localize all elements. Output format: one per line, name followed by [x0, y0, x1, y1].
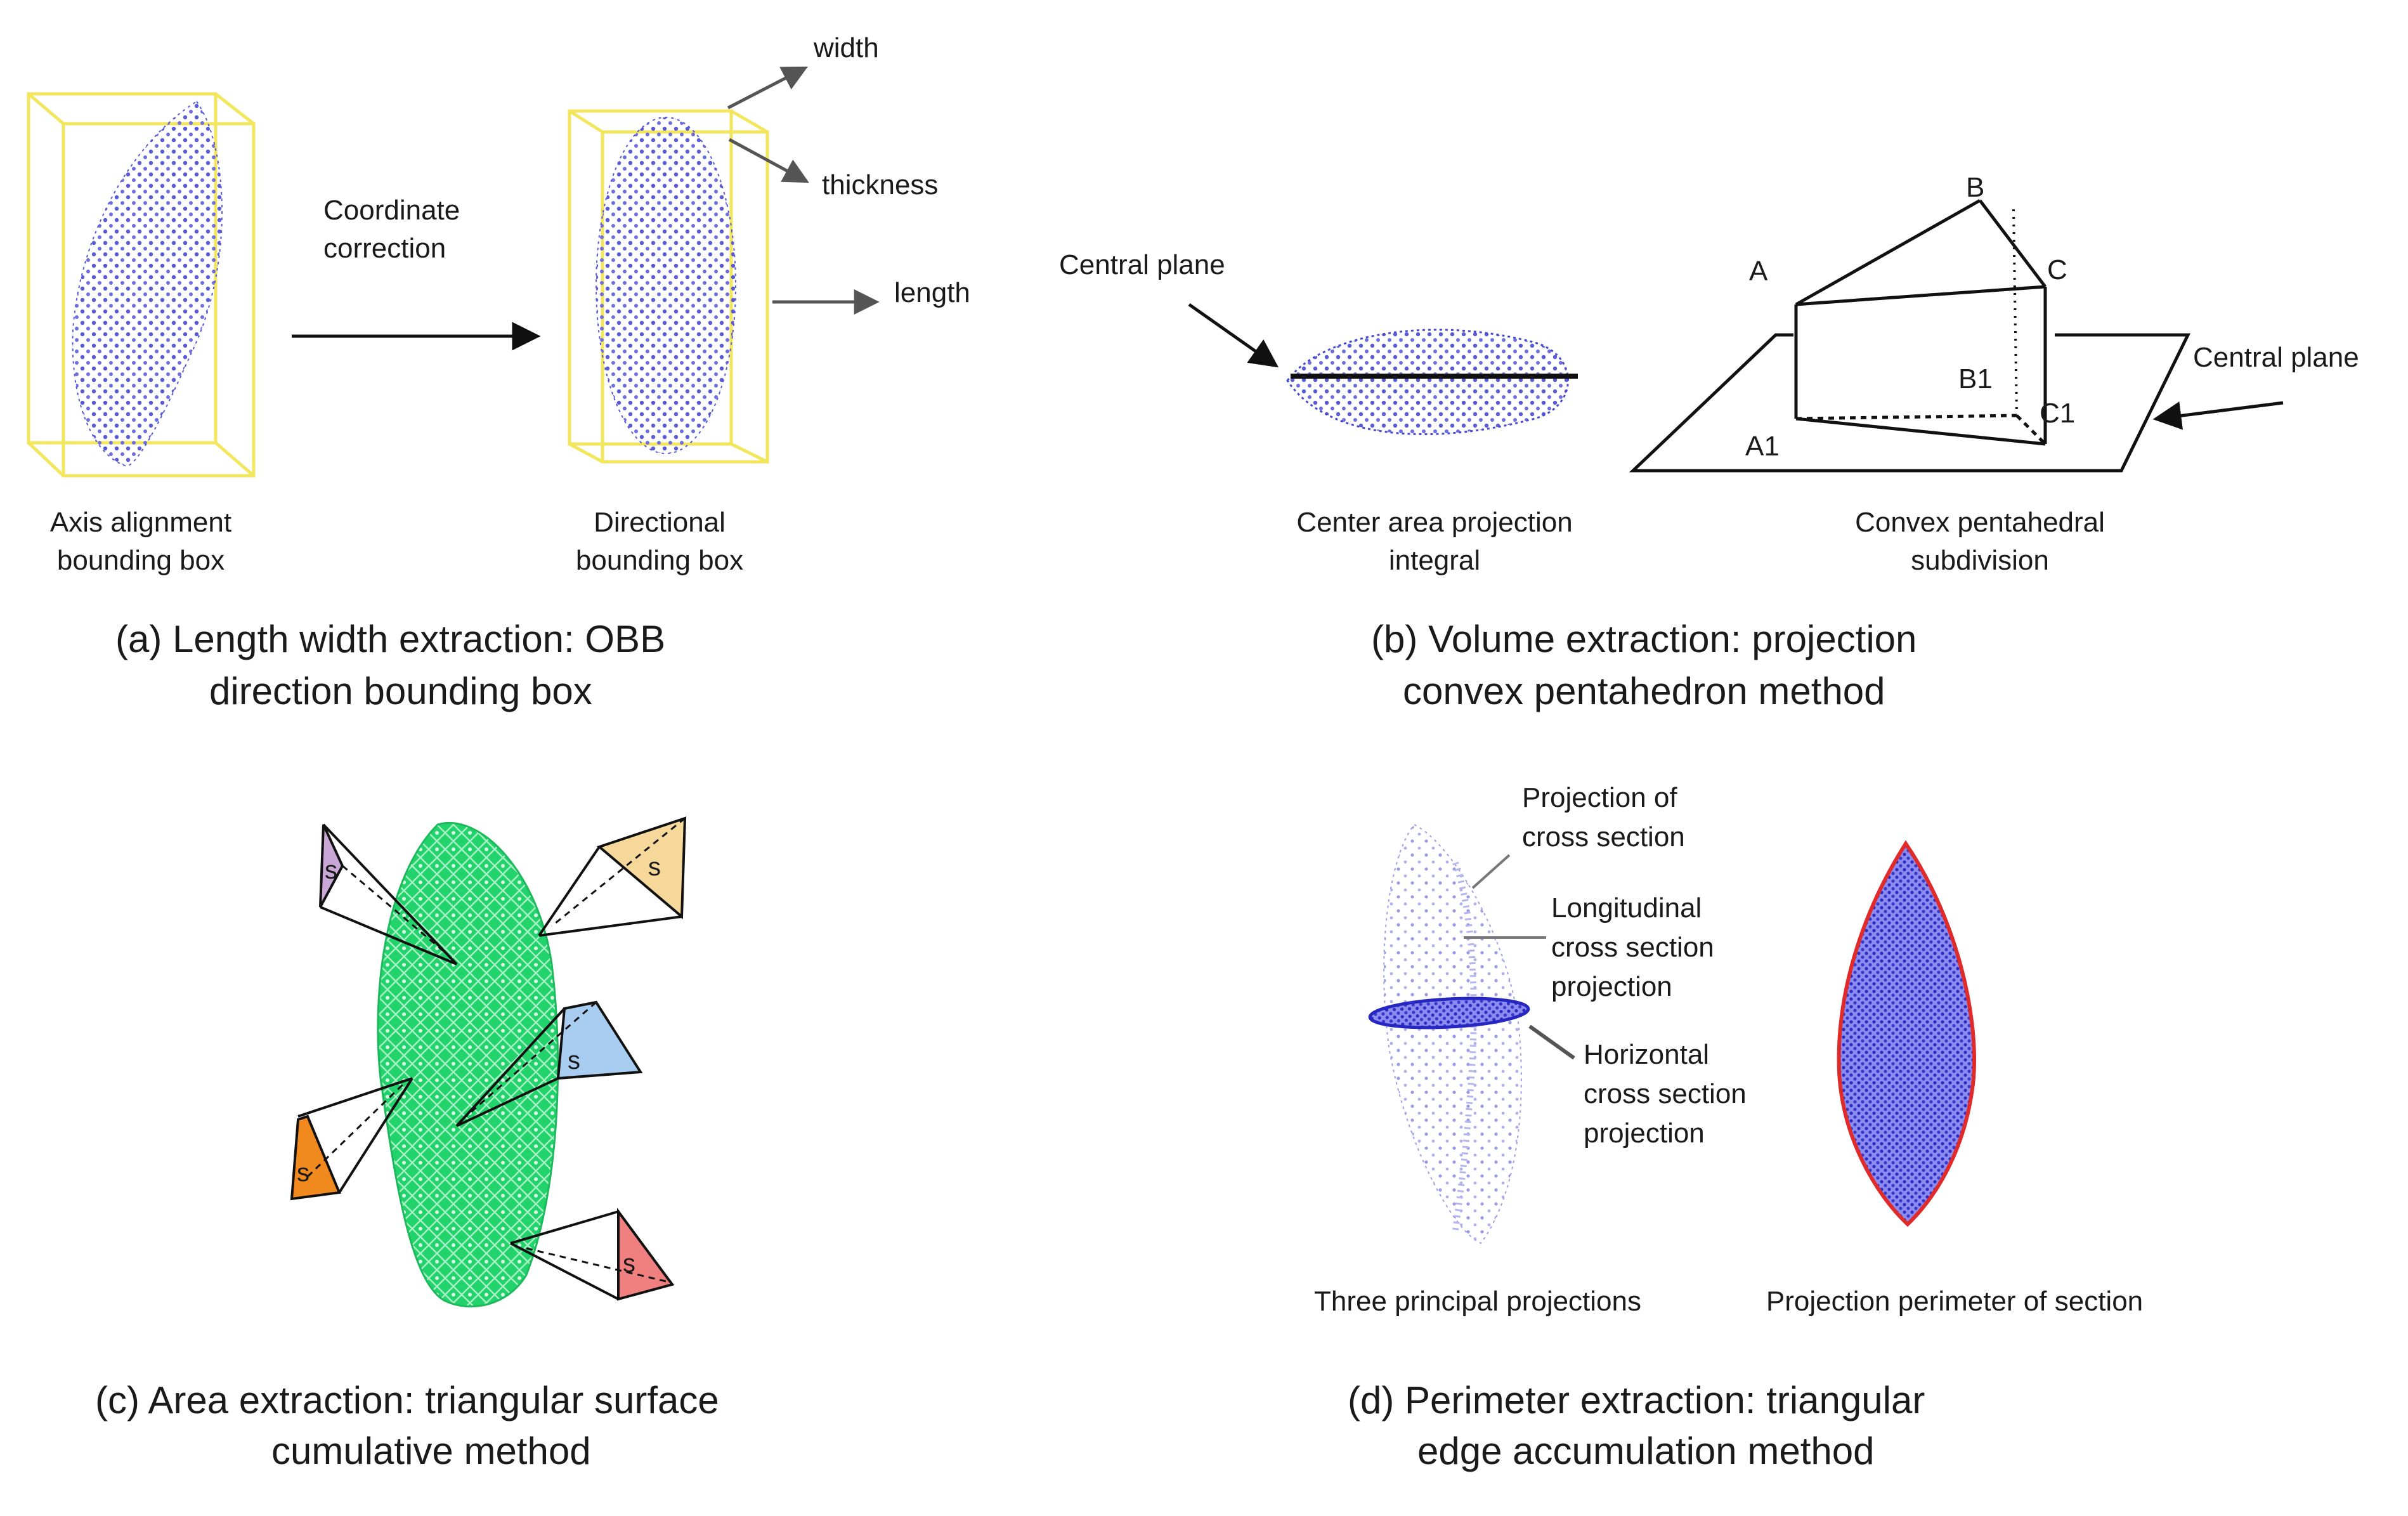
coordinate-correction-label: Coordinate	[323, 195, 460, 226]
axis-alignment-caption: Axis alignment	[50, 507, 231, 538]
triangle-blue-label: s	[568, 1047, 580, 1075]
vertex-b1-label: B1	[1958, 363, 1993, 395]
seed-three-projections-cloud	[1383, 823, 1522, 1245]
central-plane-arrow-right	[2152, 401, 2284, 430]
horizontal-leader	[1528, 1024, 1575, 1060]
length-label: length	[894, 277, 970, 308]
triangle-yellow-label: s	[648, 853, 661, 881]
center-area-caption: Center area projection	[1296, 507, 1572, 538]
seed-point-cloud-left	[72, 100, 223, 467]
triangle-orange-label: s	[297, 1159, 309, 1187]
panel-d: Projection of cross section Longitudinal…	[1314, 782, 2143, 1472]
longitudinal-projection-cloud	[1452, 861, 1477, 1231]
panel-d-caption: (d) Perimeter extraction: triangular	[1348, 1379, 1925, 1421]
panel-a-caption: (a) Length width extraction: OBB	[115, 618, 665, 660]
vertex-c1-label: C1	[2040, 398, 2075, 429]
vertex-c-label: C	[2047, 254, 2067, 285]
panel-b: Central plane A B C B1 C1 A1 Central pla…	[1059, 172, 2359, 712]
thickness-arrow	[728, 138, 809, 183]
panel-b-caption-2: convex pentahedron method	[1403, 670, 1885, 712]
central-plane-label-right: Central plane	[2193, 342, 2359, 373]
seed-point-cloud-right	[595, 117, 736, 454]
horizontal-label: Horizontal	[1584, 1039, 1709, 1070]
longitudinal-label-2: cross section	[1551, 932, 1714, 963]
triangle-purple: s	[319, 823, 458, 965]
width-label: width	[813, 32, 879, 63]
projection-perimeter-caption: Projection perimeter of section	[1766, 1286, 2143, 1317]
triangle-red: s	[510, 1207, 675, 1301]
triangle-blue: s	[455, 1000, 643, 1127]
axis-alignment-caption-2: bounding box	[57, 545, 225, 576]
directional-caption-2: bounding box	[576, 545, 743, 576]
three-principal-caption: Three principal projections	[1314, 1286, 1641, 1317]
coordinate-correction-label-2: correction	[323, 233, 446, 264]
projection-perimeter-seed	[1837, 840, 1976, 1227]
panel-a: Coordinate correction width thickness le…	[27, 32, 970, 712]
convex-pentahedral-caption: Convex pentahedral	[1855, 507, 2105, 538]
longitudinal-label-3: projection	[1551, 971, 1672, 1002]
vertex-a-label: A	[1749, 256, 1768, 287]
convex-pentahedron	[1794, 199, 2047, 446]
convex-pentahedral-caption-2: subdivision	[1911, 545, 2049, 576]
vertex-b-label: B	[1966, 172, 1984, 203]
longitudinal-label: Longitudinal	[1551, 892, 1702, 924]
triangle-red-label: s	[623, 1250, 635, 1277]
triangle-orange: s	[290, 1077, 413, 1201]
width-arrow	[727, 66, 808, 110]
panel-d-caption-2: edge accumulation method	[1417, 1430, 1874, 1472]
panel-b-caption: (b) Volume extraction: projection	[1371, 618, 1917, 660]
seed-cross-section-cloud	[1286, 329, 1569, 436]
panel-a-caption-2: direction bounding box	[209, 670, 592, 712]
thickness-label: thickness	[822, 169, 938, 200]
central-plane-label-left: Central plane	[1059, 249, 1225, 280]
horizontal-label-2: cross section	[1584, 1078, 1747, 1109]
triangle-purple-label: s	[325, 856, 337, 884]
triangular-mesh-seed	[377, 822, 559, 1308]
triangle-yellow: s	[538, 816, 687, 937]
panel-c-caption: (c) Area extraction: triangular surface	[95, 1379, 719, 1421]
horizontal-label-3: projection	[1584, 1118, 1705, 1149]
center-area-caption-2: integral	[1389, 545, 1480, 576]
directional-caption: Directional	[594, 507, 726, 538]
horizontal-cross-section-projection	[1368, 997, 1530, 1029]
projection-of-cross-section-label: Projection of	[1522, 782, 1677, 813]
panel-c: s s s s	[95, 816, 719, 1472]
projection-of-cross-section-label-2: cross section	[1522, 821, 1685, 853]
pentahedron-hidden-edges	[1795, 414, 2047, 445]
central-plane-parallelogram	[1629, 333, 2191, 473]
panel-c-caption-2: cumulative method	[271, 1430, 591, 1472]
central-plane-arrow-left	[1188, 303, 1279, 368]
projection-of-cross-section-leader	[1471, 854, 1511, 889]
pentahedron-hidden-edge-b	[2012, 209, 2018, 416]
vertex-a1-label: A1	[1745, 431, 1780, 462]
